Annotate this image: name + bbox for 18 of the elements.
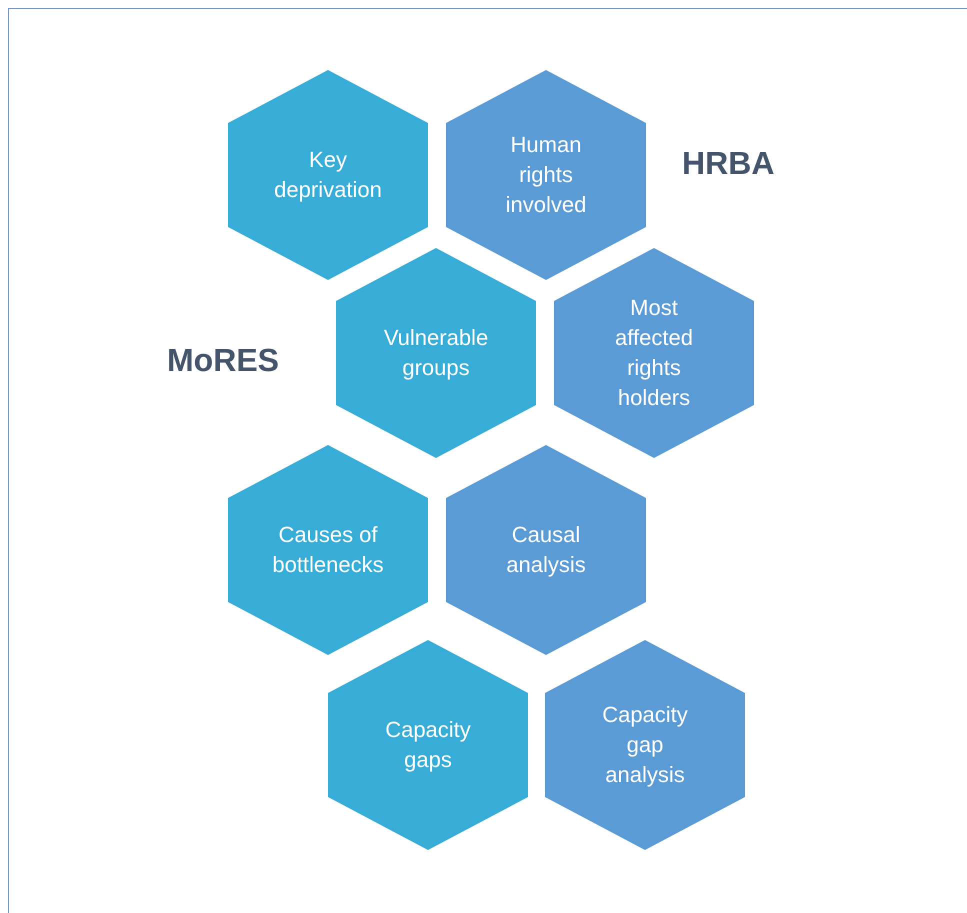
hexagon (545, 640, 745, 850)
framework-label: HRBA (682, 145, 774, 182)
hexagon (554, 248, 754, 458)
hexagon (446, 70, 646, 280)
hexagon (328, 640, 528, 850)
hexagon-label: Most affected rights holders (614, 294, 694, 412)
hexagon-label: Vulnerable groups (382, 324, 490, 382)
hexagon-label: Capacity gap analysis (601, 701, 689, 789)
hexagon (336, 248, 536, 458)
hexagon (228, 70, 428, 280)
hexagon-label: Causes of bottlenecks (271, 521, 385, 579)
hexagon-label: Human rights involved (504, 131, 588, 219)
hexagon (446, 445, 646, 655)
framework-label: MoRES (167, 342, 279, 379)
hexagon (228, 445, 428, 655)
hexagon-label: Capacity gaps (384, 716, 472, 774)
hexagon-label: Key deprivation (273, 146, 383, 204)
hexagon-label: Causal analysis (505, 521, 587, 579)
